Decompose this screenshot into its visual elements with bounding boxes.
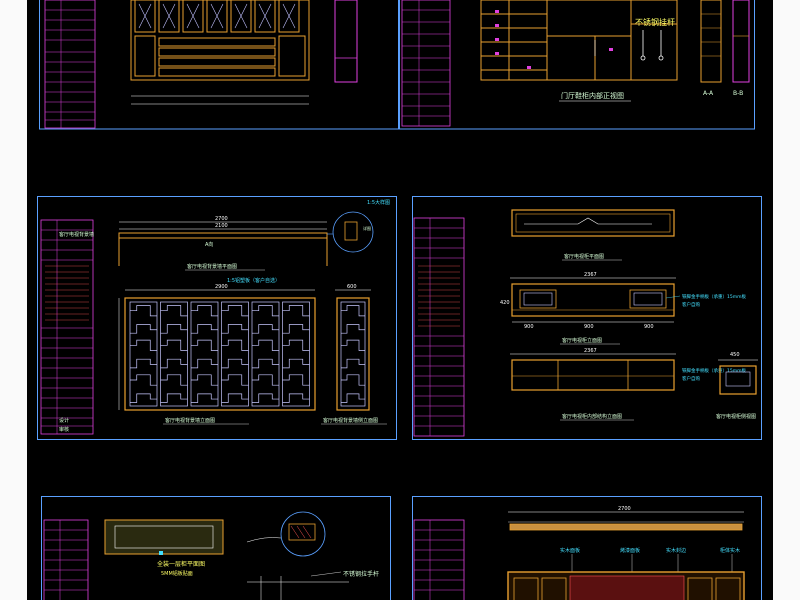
side-lattice <box>340 301 366 407</box>
title-block-checked: 审核 <box>59 426 69 433</box>
left-margin-strip <box>0 0 27 600</box>
dim-plan-top: 2700 <box>215 216 228 222</box>
callout-drawer-hardware-sub: 客户自购 <box>682 301 700 308</box>
callout-stainless-rod: 不锈钢拉手杆 <box>343 570 379 578</box>
detail-label: 1:5大样图 <box>367 199 390 206</box>
cabinet-plan-title: 客厅电视柜平面图 <box>564 253 604 260</box>
tv-wall-elevation-title: 客厅电视背景墙立面图 <box>165 417 215 424</box>
callout-inner-hardware: 铁脚金手柄板（承重）15mm板 <box>682 367 746 374</box>
title-block-grid <box>41 220 93 434</box>
right-margin-strip <box>773 0 800 600</box>
label-lacquer-panel: 烤漆面板 <box>620 547 640 554</box>
sheet-tv-wall: 客厅电视背景墙 设计 审核 2700 2100 A向 客厅电视背景墙平面图 <box>37 196 397 440</box>
sheet-title-shoe-cabinet: 门厅鞋柜内部正视图 <box>561 91 624 100</box>
label-solid-wood-panel: 实木面板 <box>560 547 580 554</box>
title-block-project: 客厅电视背景墙 <box>59 231 94 238</box>
detail-note: 详图 <box>363 225 371 231</box>
sheet-top-left <box>39 0 399 130</box>
cad-drawing-canvas: 不锈钢挂杆 门厅鞋柜内部正视图 A-A B-B <box>27 0 773 600</box>
cabinet-front-title: 客厅电视柜立面图 <box>562 337 602 344</box>
label-solid-edge: 实木封边 <box>666 547 686 554</box>
material-note: 1:5铝塑板（客户自选） <box>227 277 280 284</box>
sheet-top-right: 不锈钢挂杆 门厅鞋柜内部正视图 A-A B-B <box>399 0 755 130</box>
dim-height: 420 <box>500 300 510 306</box>
dim-center-bay: 900 <box>584 324 594 330</box>
tv-wall-side-title: 客厅电视背景墙侧立面图 <box>323 417 378 424</box>
plan-direction-tag: A向 <box>205 241 213 248</box>
title-block-drawn: 设计 <box>59 417 69 424</box>
dim-cabinet-depth: 450 <box>730 352 740 358</box>
cabinet-inner-title: 客厅电视柜内部结构立面图 <box>562 413 622 420</box>
lattice-panels <box>129 301 310 407</box>
cabinet-side-title: 客厅电视柜侧视图 <box>716 413 756 420</box>
label-solid-carcass: 柜体实木 <box>720 547 740 554</box>
section-a-a-label: A-A <box>703 90 714 97</box>
dim-front-width: 2367 <box>584 272 597 278</box>
cabinet-plan-bottom-title: 全装一层柜平面图 <box>157 560 205 568</box>
dim-side: 600 <box>347 284 357 290</box>
callout-inner-hardware-sub: 客户自购 <box>682 375 700 382</box>
dim-right-bay: 900 <box>644 324 654 330</box>
dim-elevation: 2900 <box>215 284 228 290</box>
dim-inner-width: 2367 <box>584 348 597 354</box>
tv-wall-plan-title: 客厅电视背景墙平面图 <box>187 263 237 270</box>
sheet-bottom-right: 2700 实木面板 烤漆面板 实木封边 柜体实木 <box>412 496 762 600</box>
sheet-tv-cabinet: 客厅电视柜平面图 2367 900 900 900 420 铁脚金手柄板（承重）… <box>412 196 762 440</box>
callout-hanging-rod: 不锈钢挂杆 <box>635 17 675 27</box>
dim-left-bay: 900 <box>524 324 534 330</box>
dim-plan-mid: 2100 <box>215 223 228 229</box>
callout-drawer-hardware: 铁脚金手柄板（承重）15mm板 <box>682 293 746 300</box>
dim-bottom-width: 2700 <box>618 506 631 512</box>
sheet-bottom-left: 全装一层柜平面图 5MM铝板贴面 不锈钢拉手杆 <box>41 496 391 600</box>
section-b-b-label: B-B <box>733 90 743 97</box>
cabinet-plan-bottom-sub: 5MM铝板贴面 <box>161 570 193 577</box>
